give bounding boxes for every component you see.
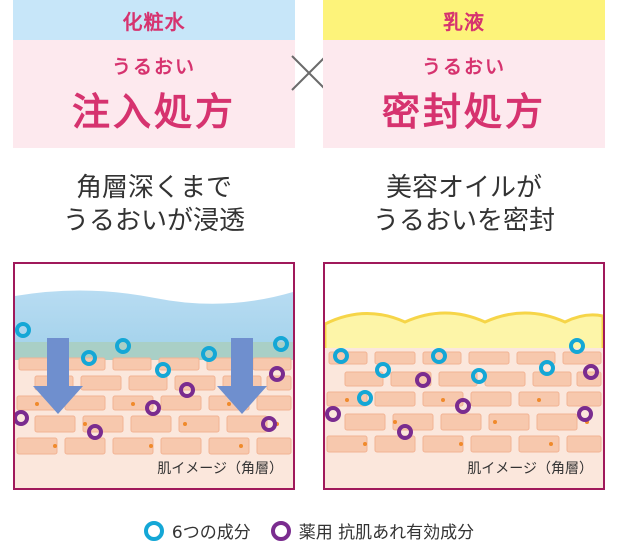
lotion-description-line1: 角層深くまで [75, 173, 232, 203]
legend-item-active-ingredient: 薬用 抗肌あれ有効成分 [270, 518, 475, 543]
cyan-ring-icon [143, 520, 164, 541]
ingredient-legend: 6つの成分 薬用 抗肌あれ有効成分 [0, 518, 618, 543]
emulsion-skin-caption: 肌イメージ（角層） [467, 461, 593, 477]
emulsion-title-box: うるおい 密封処方 [323, 40, 605, 148]
emulsion-skin-image [325, 264, 603, 488]
lotion-small-title: うるおい [111, 56, 196, 78]
emulsion-small-title: うるおい [421, 56, 506, 78]
emulsion-description-line2: うるおいを密封 [372, 206, 555, 236]
lotion-label: 化粧水 [13, 0, 295, 40]
legend-label-six-ingredients: 6つの成分 [171, 523, 251, 543]
legend-item-six-ingredients: 6つの成分 [143, 518, 251, 543]
lotion-title-box: うるおい 注入処方 [13, 40, 295, 148]
times-icon [291, 55, 327, 91]
lotion-big-title: 注入処方 [71, 90, 236, 134]
emulsion-description-line1: 美容オイルが [385, 173, 542, 203]
purple-ring-icon [270, 520, 291, 541]
emulsion-column: 乳液 うるおい 密封処方 [323, 0, 605, 148]
lotion-skin-caption: 肌イメージ（角層） [157, 461, 283, 477]
legend-label-active-ingredient: 薬用 抗肌あれ有効成分 [298, 523, 475, 543]
lotion-column: 化粧水 うるおい 注入処方 [13, 0, 295, 148]
emulsion-description: 美容オイルが うるおいを密封 [323, 172, 605, 238]
lotion-skin-illustration: 肌イメージ（角層） [13, 262, 295, 490]
lotion-skin-image [15, 264, 293, 488]
emulsion-big-title: 密封処方 [381, 90, 546, 134]
lotion-description: 角層深くまで うるおいが浸透 [13, 172, 295, 238]
emulsion-label: 乳液 [323, 0, 605, 40]
emulsion-skin-illustration: 肌イメージ（角層） [323, 262, 605, 490]
lotion-description-line2: うるおいが浸透 [62, 206, 245, 236]
